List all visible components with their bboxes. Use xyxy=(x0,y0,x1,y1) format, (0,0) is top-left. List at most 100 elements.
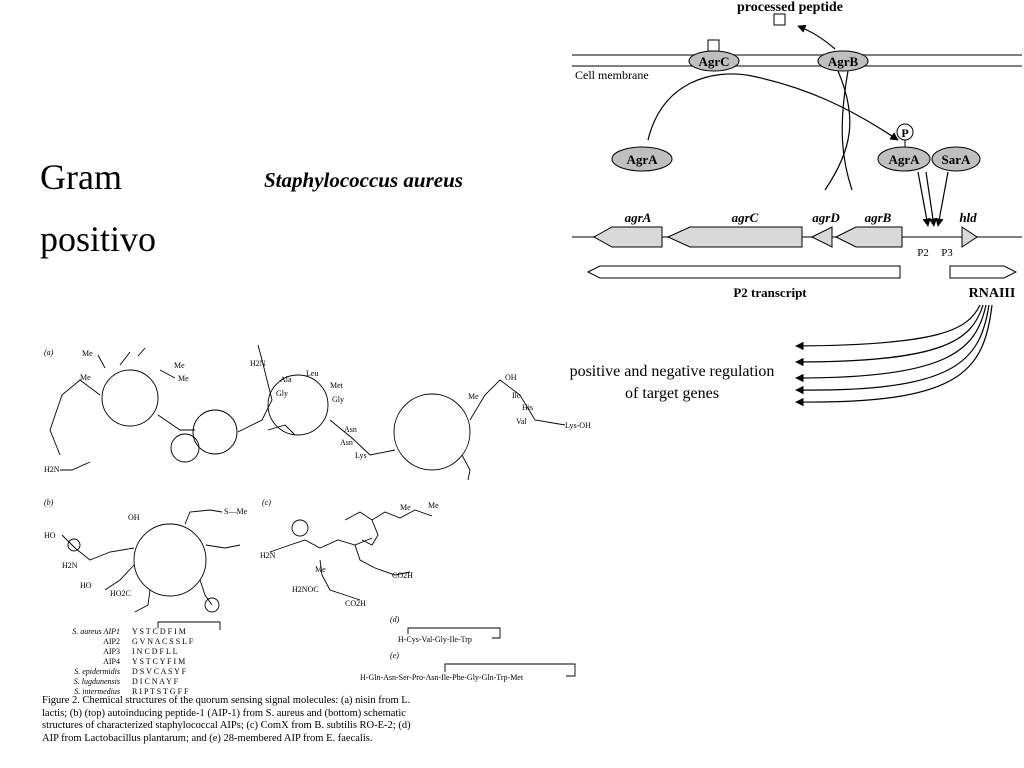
gene-hld-label: hld xyxy=(959,210,977,225)
slide-title-line2: positivo xyxy=(40,219,157,259)
gene-agrd xyxy=(810,226,833,248)
comx-h2noc: H2NOC xyxy=(292,585,319,594)
aip-species-2: AIP2 xyxy=(103,637,120,646)
agrb-protein xyxy=(817,50,869,72)
aip1-sme: S—Me xyxy=(224,507,248,516)
panel-c-label: (c) xyxy=(262,498,271,507)
comx-co2h-2: CO2H xyxy=(345,599,366,608)
agra-left-protein xyxy=(611,146,673,172)
nisin-me-5: Me xyxy=(468,392,479,401)
aip1-h2n: H2N xyxy=(62,561,78,570)
aip-table: S. aureus AIP1 Y S T C D F I M AIP2 G V … xyxy=(72,621,221,696)
regulation-arrow-1 xyxy=(795,304,981,351)
nisin-gly-1: Gly xyxy=(276,389,288,398)
agrd-curve xyxy=(841,70,853,191)
regulation-arrow-5 xyxy=(795,304,993,407)
nisin-structure xyxy=(49,344,566,481)
aip-seq-7: R I P T S T G F F xyxy=(132,687,189,696)
agr-diagram: Cell membrane processed peptide AgrC Agr… xyxy=(570,0,1022,407)
aip1-ho2c: HO2C xyxy=(110,589,131,598)
sequence-e-bracket xyxy=(444,663,576,677)
comx-co2h: CO2H xyxy=(392,571,413,580)
nisin-h2n: H2N xyxy=(44,465,60,474)
regulation-arrow-3 xyxy=(795,304,987,383)
nisin-ile: Ile xyxy=(512,391,521,400)
panel-d-label: (d) xyxy=(390,615,400,624)
phosphorylation-arrow xyxy=(647,73,899,141)
sara-protein xyxy=(931,146,981,172)
p2-transcript-arrow xyxy=(586,265,901,279)
nisin-leu: Leu xyxy=(306,369,318,378)
sara-label: SarA xyxy=(942,152,972,167)
aip1-ho: HO xyxy=(44,531,56,540)
comx-h2n: H2N xyxy=(260,551,276,560)
regulation-arrow-4 xyxy=(795,304,990,395)
agra-p3-arrow xyxy=(925,171,938,227)
aip-species-6: S. lugdunensis xyxy=(74,677,120,686)
regulation-label-line2: of target genes xyxy=(625,385,719,402)
promoter-p2-label: P2 xyxy=(917,247,929,259)
sequence-d: H-Cys-Val-Gly-Ile-Trp xyxy=(398,635,472,644)
comx-me-3: Me xyxy=(315,565,326,574)
aip-species-1: S. aureus AIP1 xyxy=(72,627,120,636)
nisin-h2n-2: H2N xyxy=(250,359,266,368)
gene-agra-label: agrA xyxy=(625,210,652,225)
phosphate-label: P xyxy=(901,126,908,140)
export-arrow xyxy=(797,24,836,50)
agra-left-label: AgrA xyxy=(626,152,658,167)
aip-seq-6: D I C N A Y F xyxy=(132,677,179,686)
figure-caption: Figure 2. Chemical structures of the quo… xyxy=(42,695,427,745)
aip-species-4: AIP4 xyxy=(103,657,120,666)
aip-seq-3: I N C D F L L xyxy=(132,647,178,656)
regulation-label-line1: positive and negative regulation xyxy=(570,363,775,380)
agra-p2-arrow xyxy=(917,171,931,227)
nisin-me-1: Me xyxy=(82,349,93,358)
gene-agra xyxy=(592,226,663,248)
chemical-structures: (a) Me Me Me Me H2N H2N Ala Leu Met Gly … xyxy=(44,344,591,696)
aip-seq-2: G V N A C S S L F xyxy=(132,637,194,646)
nisin-asn-b: Asn xyxy=(340,438,353,447)
peptide-square-icon xyxy=(773,13,786,26)
nisin-gly-2: Gly xyxy=(332,395,344,404)
nisin-me-3: Me xyxy=(174,361,185,370)
aip-seq-4: Y S T C Y F I M xyxy=(132,657,185,666)
regulation-arrow-2 xyxy=(795,304,984,367)
nisin-lys-oh: Lys-OH xyxy=(565,421,591,430)
aip-seq-1: Y S T C D F I M xyxy=(132,627,186,636)
agra-right-protein xyxy=(877,146,931,172)
nisin-val: Val xyxy=(516,417,527,426)
gene-agrb-label: agrB xyxy=(865,210,892,225)
slide-title-line1: Gram xyxy=(40,157,122,197)
agrb-label: AgrB xyxy=(828,54,859,69)
processed-peptide-label: processed peptide xyxy=(737,0,843,15)
gene-agrc-label: agrC xyxy=(732,210,759,225)
nisin-asn: Asn xyxy=(344,425,357,434)
comx-me-1: Me xyxy=(400,503,411,512)
panel-b-label: (b) xyxy=(44,498,54,507)
nisin-met: Met xyxy=(330,381,344,390)
sara-arrow xyxy=(935,171,949,227)
p2-transcript-label: P2 transcript xyxy=(733,285,807,300)
rnaiii-label: RNAIII xyxy=(969,286,1016,301)
gene-agrd-label: agrD xyxy=(812,210,840,225)
agra-right-label: AgrA xyxy=(888,152,920,167)
aip-species-7: S. intermedius xyxy=(74,687,120,696)
agrc-label: AgrC xyxy=(698,54,729,69)
comx-structure xyxy=(269,509,433,601)
nisin-lys: Lys xyxy=(355,451,367,460)
nisin-oh: OH xyxy=(505,373,517,382)
aip1-structure xyxy=(61,509,241,613)
nisin-me-2: Me xyxy=(80,373,91,382)
agrb-membrane-curve xyxy=(824,70,851,191)
nisin-me-4: Me xyxy=(178,374,189,383)
comx-me-2: Me xyxy=(428,501,439,510)
gene-hld xyxy=(961,226,978,248)
figure-caption-text: Figure 2. Chemical structures of the quo… xyxy=(42,695,411,744)
panel-a-label: (a) xyxy=(44,348,54,357)
rnaiii-arrow xyxy=(949,265,1018,279)
aip1-ho-2: HO xyxy=(80,581,92,590)
gene-agrc xyxy=(666,226,803,248)
promoter-p3-label: P3 xyxy=(941,247,953,259)
cell-membrane-label: Cell membrane xyxy=(575,68,649,82)
